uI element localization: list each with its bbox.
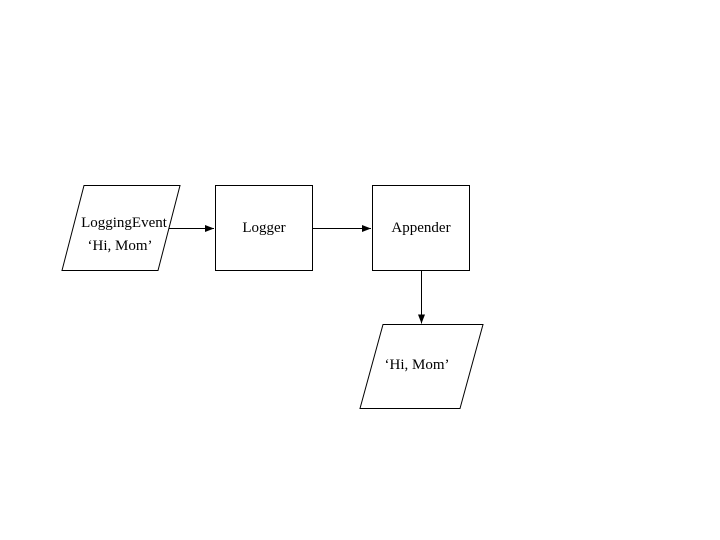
node-loggingevent-message: ‘Hi, Mom’ (88, 238, 153, 254)
node-loggingevent-title: LoggingEvent (81, 215, 168, 231)
node-loggingevent-shape (61, 185, 181, 271)
node-logger-shape (215, 185, 313, 271)
node-logger-label: Logger (242, 220, 285, 236)
node-appender-label: Appender (391, 220, 450, 236)
node-output-shape (359, 324, 484, 409)
node-output-message: ‘Hi, Mom’ (385, 357, 450, 373)
